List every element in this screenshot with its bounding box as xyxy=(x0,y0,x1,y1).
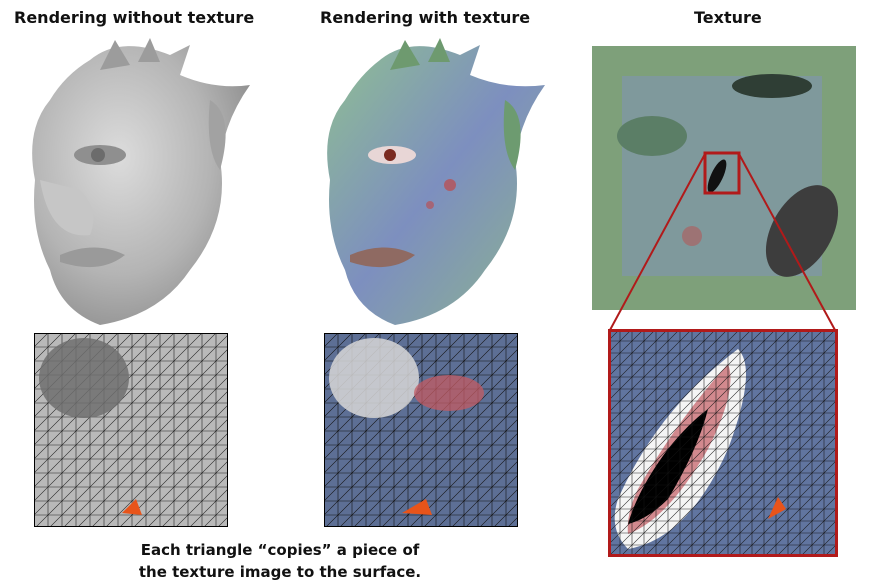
title-with-texture: Rendering with texture xyxy=(320,8,531,27)
caption-line-2: the texture image to the surface. xyxy=(138,563,422,581)
zoom-connectors xyxy=(609,153,836,331)
highlight-box xyxy=(703,151,741,195)
head-with-texture xyxy=(327,38,545,325)
title-without-texture: Rendering without texture xyxy=(14,8,255,27)
caption-line-1: Each triangle “copies” a piece of xyxy=(140,541,420,559)
title-texture: Texture xyxy=(694,8,762,27)
head-without-texture xyxy=(32,38,250,325)
texture-zoom xyxy=(608,329,838,557)
texture-triangle-highlight xyxy=(768,497,786,519)
mesh-zoom-without-texture xyxy=(34,333,228,527)
mesh-triangle-highlight xyxy=(122,499,142,515)
caption: Each triangle “copies” a piece of the te… xyxy=(110,539,450,583)
mesh-triangle-highlight-textured xyxy=(402,499,432,515)
mesh-zoom-with-texture xyxy=(324,333,518,527)
texture-image xyxy=(592,46,856,310)
